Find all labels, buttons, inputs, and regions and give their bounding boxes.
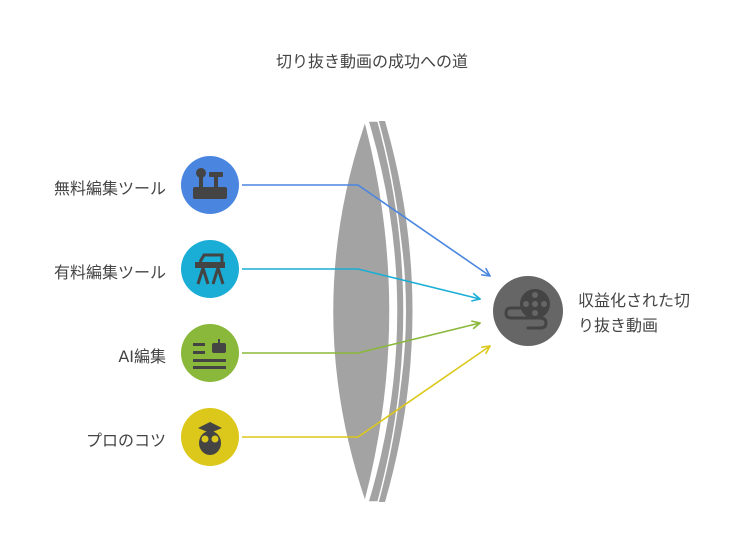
robot-text-icon — [193, 339, 226, 369]
arrow-pro-tips — [242, 346, 490, 438]
owl-graduate-icon — [198, 422, 222, 455]
lens — [331, 118, 413, 505]
output-label-line2: り抜き動画 — [578, 316, 659, 335]
label-pro-tips: プロのコツ — [85, 431, 166, 450]
output-label: 収益化された切 り抜き動画 — [578, 288, 690, 338]
label-paid-tools: 有料編集ツール — [53, 263, 166, 282]
node-paid-tools — [181, 240, 239, 298]
lens-front — [331, 118, 391, 505]
output-label-line1: 収益化された切 — [578, 291, 691, 310]
arrow-free-tools — [242, 184, 490, 276]
node-pro-tips — [181, 408, 239, 466]
diagram-title: 切り抜き動画の成功への道 — [275, 52, 468, 71]
node-free-tools — [181, 156, 239, 214]
node-output — [493, 276, 563, 346]
arrow-ai-editing — [242, 323, 480, 354]
film-reel-icon — [504, 289, 550, 330]
arrow-paid-tools — [242, 268, 480, 299]
lens-middle — [366, 120, 405, 503]
node-ai-editing — [181, 324, 239, 382]
label-free-tools: 無料編集ツール — [53, 179, 166, 198]
label-ai-editing: AI編集 — [118, 347, 166, 366]
workbench-icon — [195, 253, 225, 285]
tools-icon — [193, 168, 227, 199]
